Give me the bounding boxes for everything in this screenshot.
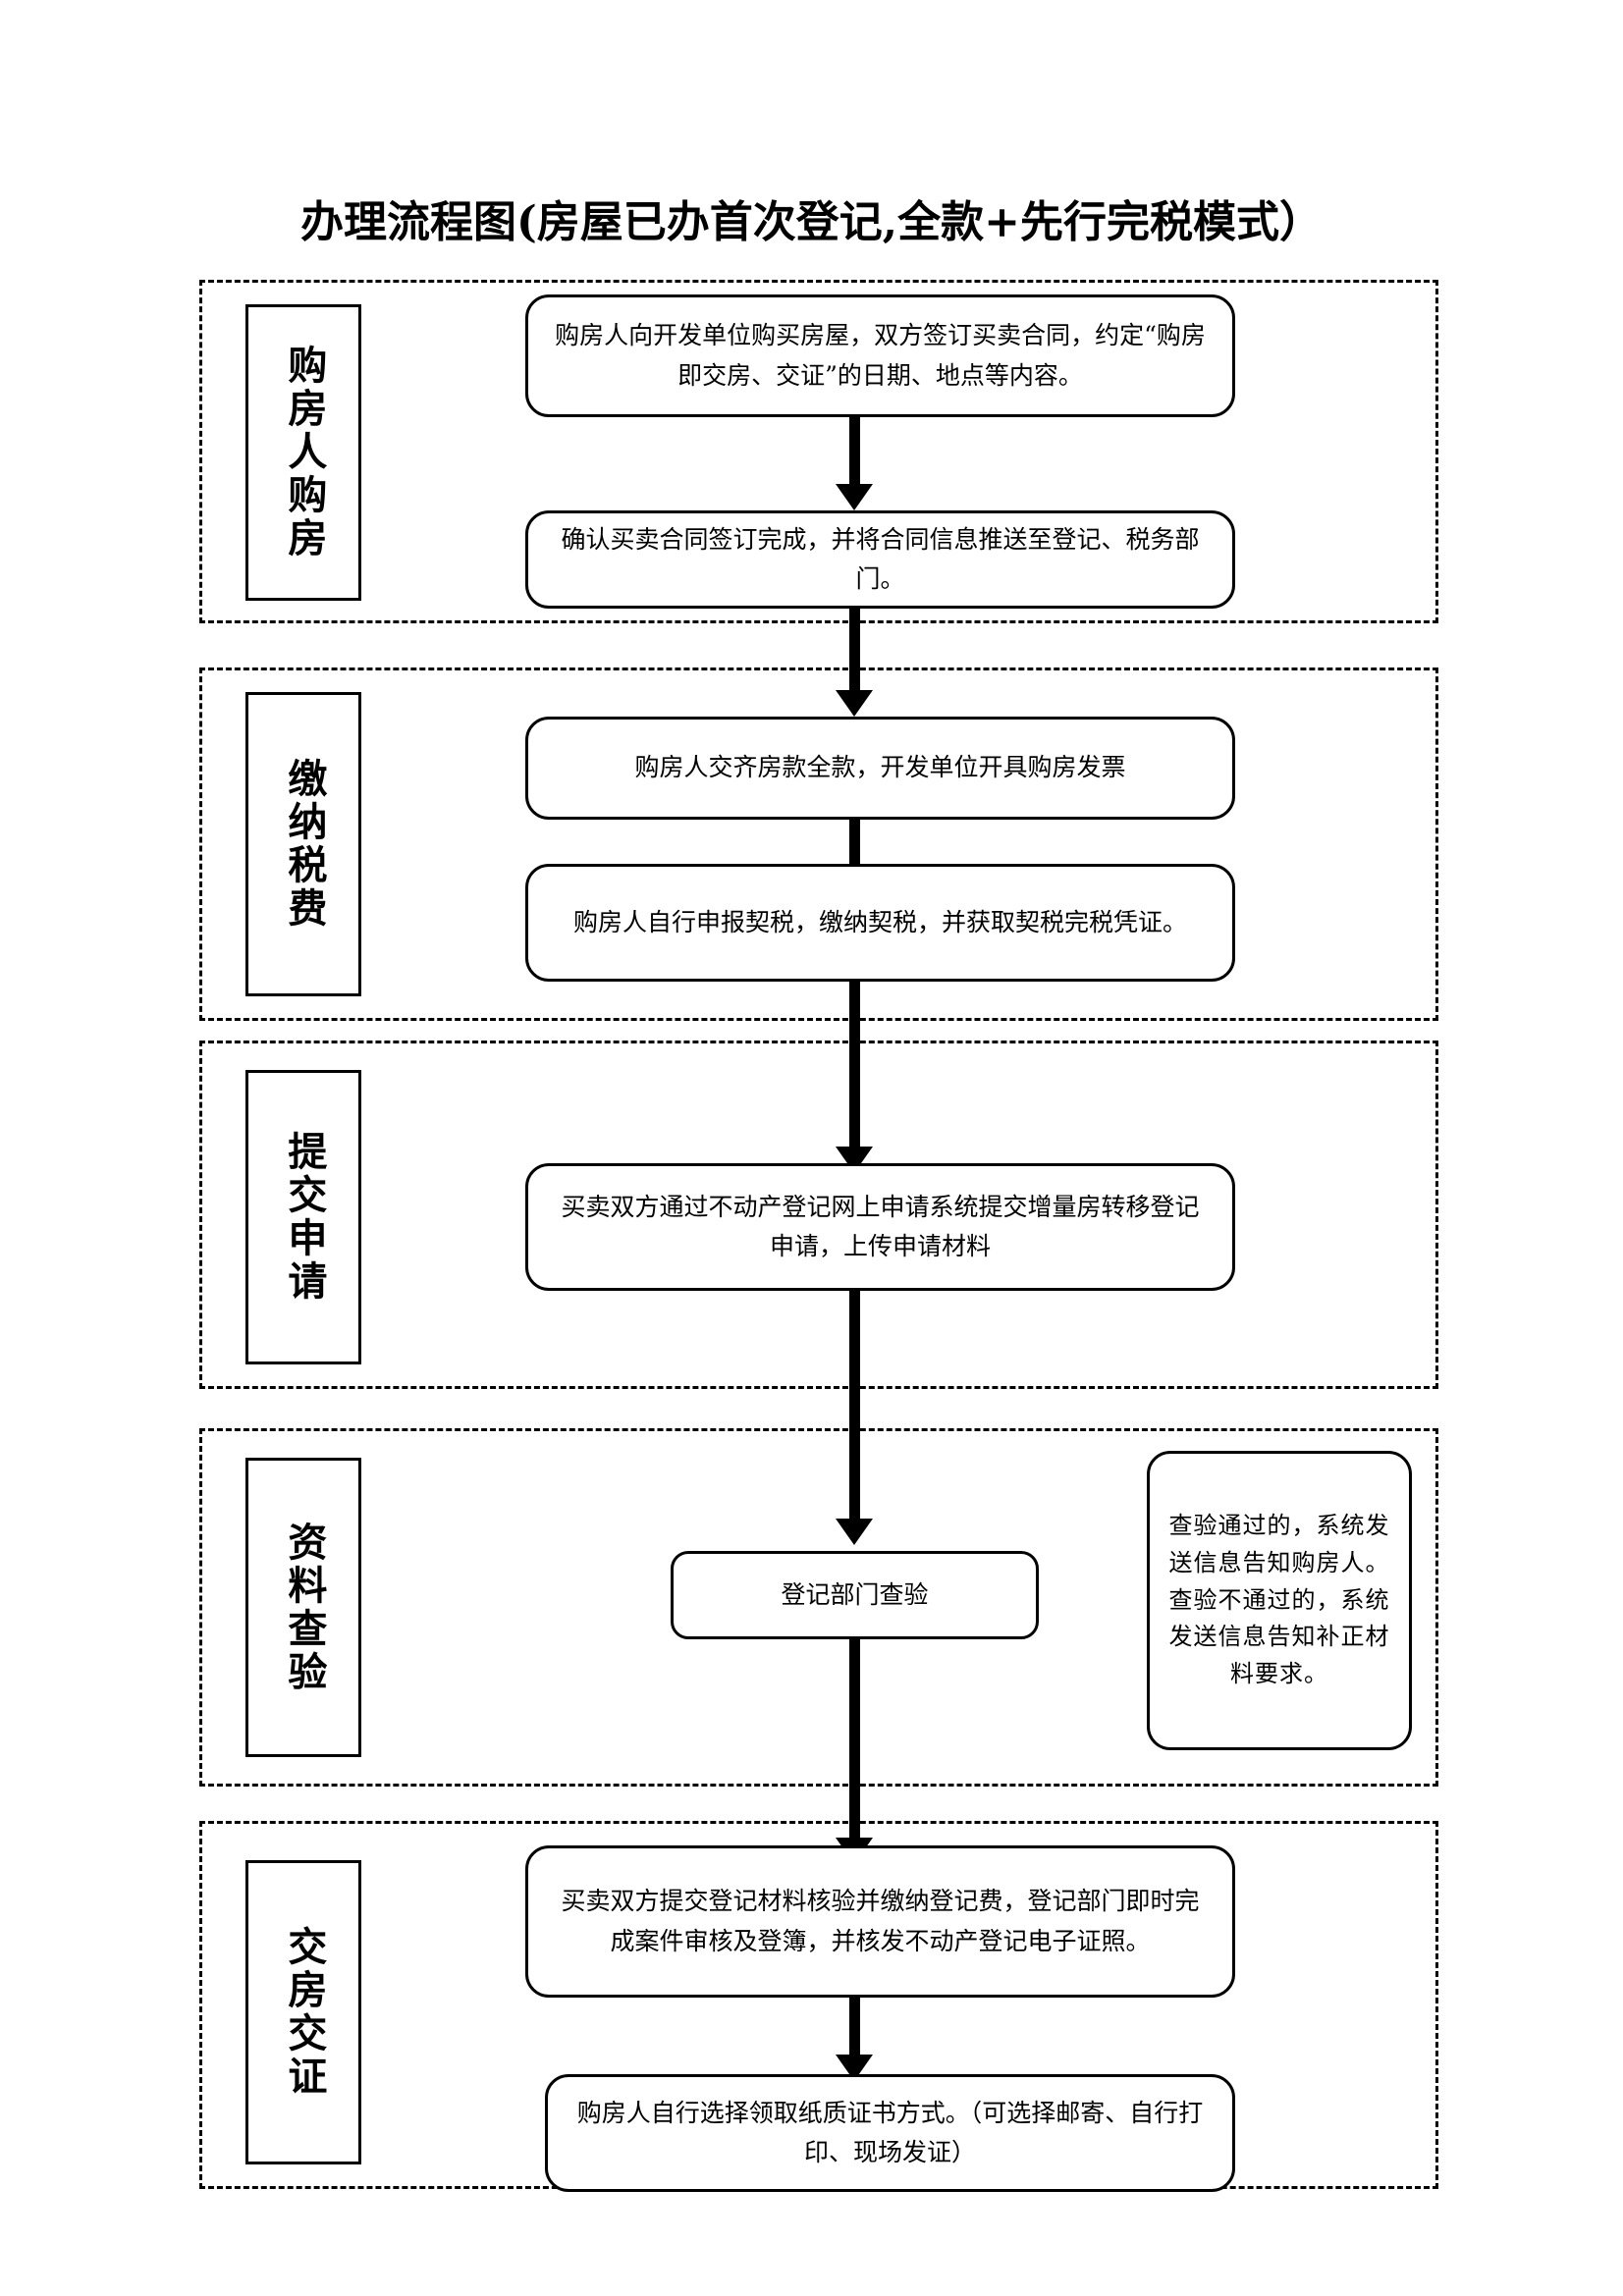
process-box-2-2: 购房人自行申报契税，缴纳契税，并获取契税完税凭证。 bbox=[525, 864, 1235, 982]
process-box-1-1-text: 购房人向开发单位购买房屋，双方签订买卖合同，约定“购房即交房、交证”的日期、地点… bbox=[555, 321, 1206, 390]
process-box-5-2: 购房人自行选择领取纸质证书方式。（可选择邮寄、自行打印、现场发证） bbox=[545, 2074, 1235, 2192]
note-box-4-verification: 查验通过的，系统发送信息告知购房人。查验不通过的，系统发送信息告知补正材料要求。 bbox=[1147, 1451, 1412, 1750]
stage-label-5-text: 交房交证 bbox=[281, 1926, 328, 2099]
stage-label-2-text: 缴纳税费 bbox=[281, 758, 328, 931]
stage-section-3 bbox=[199, 1041, 1438, 1389]
stage-label-4: 资料查验 bbox=[245, 1458, 361, 1757]
stage-label-4-text: 资料查验 bbox=[281, 1521, 328, 1694]
process-box-4-1-text: 登记部门查验 bbox=[781, 1579, 929, 1609]
process-box-2-2-text: 购房人自行申报契税，缴纳契税，并获取契税完税凭证。 bbox=[572, 907, 1187, 936]
stage-label-3-text: 提交申请 bbox=[281, 1131, 328, 1304]
stage-section-1 bbox=[199, 280, 1438, 623]
stage-label-5: 交房交证 bbox=[245, 1860, 361, 2164]
stage-section-4 bbox=[199, 1428, 1438, 1787]
process-box-1-2: 确认买卖合同签订完成，并将合同信息推送至登记、税务部门。 bbox=[525, 510, 1235, 609]
process-box-5-2-text: 购房人自行选择领取纸质证书方式。（可选择邮寄、自行打印、现场发证） bbox=[576, 2098, 1204, 2167]
process-box-1-2-text: 确认买卖合同签订完成，并将合同信息推送至登记、税务部门。 bbox=[561, 524, 1200, 594]
stage-label-3: 提交申请 bbox=[245, 1070, 361, 1364]
stage-label-1: 购房人购房 bbox=[245, 304, 361, 601]
process-box-2-1-text: 购房人交齐房款全款，开发单位开具购房发票 bbox=[634, 753, 1126, 782]
process-box-2-1: 购房人交齐房款全款，开发单位开具购房发票 bbox=[525, 717, 1235, 820]
stage-label-1-text: 购房人购房 bbox=[281, 345, 328, 561]
page-title: 办理流程图(房屋已办首次登记,全款+先行完税模式） bbox=[299, 197, 1323, 247]
stage-section-2 bbox=[199, 667, 1438, 1021]
process-box-3-1: 买卖双方通过不动产登记网上申请系统提交增量房转移登记申请，上传申请材料 bbox=[525, 1163, 1235, 1291]
process-box-1-1: 购房人向开发单位购买房屋，双方签订买卖合同，约定“购房即交房、交证”的日期、地点… bbox=[525, 294, 1235, 417]
process-box-4-1: 登记部门查验 bbox=[671, 1551, 1039, 1639]
stage-label-2: 缴纳税费 bbox=[245, 692, 361, 996]
process-box-3-1-text: 买卖双方通过不动产登记网上申请系统提交增量房转移登记申请，上传申请材料 bbox=[561, 1192, 1200, 1261]
note-box-4-verification-text: 查验通过的，系统发送信息告知购房人。查验不通过的，系统发送信息告知补正材料要求。 bbox=[1168, 1511, 1390, 1688]
process-box-5-1: 买卖双方提交登记材料核验并缴纳登记费，登记部门即时完成案件审核及登簿，并核发不动… bbox=[525, 1845, 1235, 1998]
process-box-5-1-text: 买卖双方提交登记材料核验并缴纳登记费，登记部门即时完成案件审核及登簿，并核发不动… bbox=[561, 1887, 1200, 1955]
